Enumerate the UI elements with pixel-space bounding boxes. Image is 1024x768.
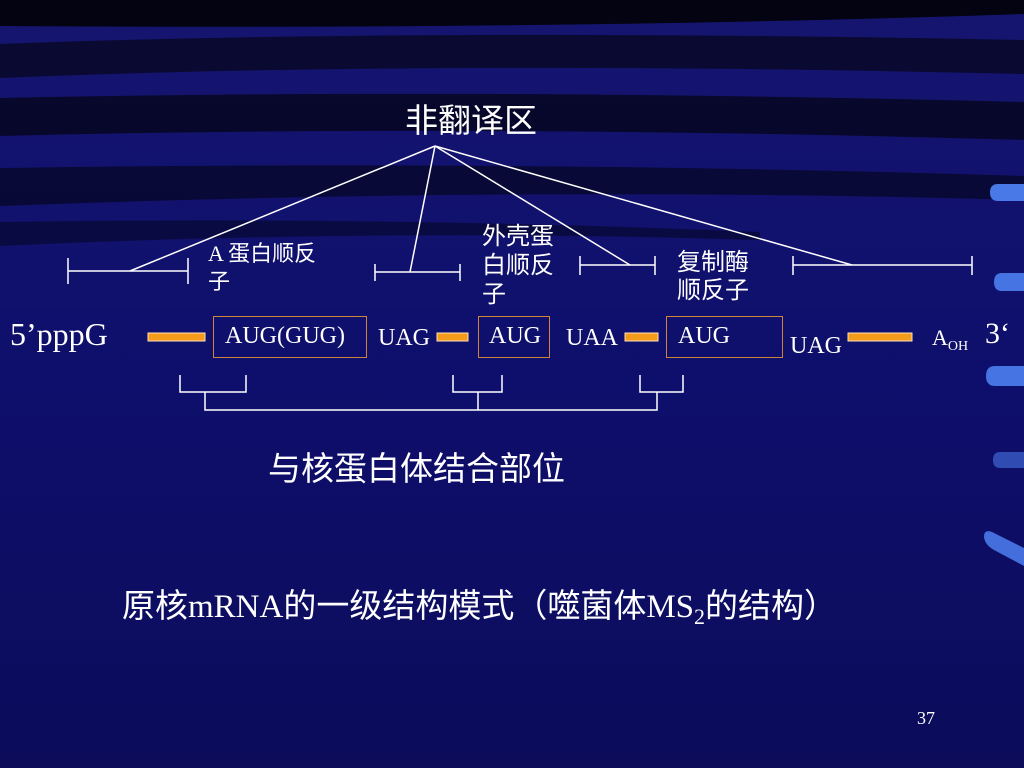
background-stripe (0, 34, 1024, 78)
ribosome-binding-site-bracket-a-protein (179, 375, 247, 393)
untranslated-segment-bar-intercistronic-2 (624, 332, 659, 342)
untranslated-region-brackets (67, 256, 973, 284)
stop-codon-label: UAA (566, 325, 618, 351)
caption-subscript: 2 (694, 604, 706, 629)
background-stripe (0, 0, 1024, 27)
caption-text: 原核mRNA的一级结构模式（噬菌体MS (122, 589, 695, 625)
edge-accent-bar (994, 273, 1024, 291)
start-codon-label: AUG(GUG) (225, 323, 345, 349)
ribosome-binding-site-label: 与核蛋白体结合部位 (268, 452, 565, 488)
untranslated-segment-bar-intercistronic-1 (436, 332, 469, 342)
right-edge-accent-bars (984, 184, 1024, 566)
cistron-label-line: 外壳蛋 (482, 224, 554, 250)
background-stripe (0, 165, 1024, 206)
stop-codon-label: UAG (790, 333, 842, 359)
untranslated-region-label: 非翻译区 (405, 104, 537, 140)
untranslated-segment-bar-3prime (847, 332, 913, 342)
cistron-label-line: 白顺反 (482, 253, 554, 279)
ribosome-binding-site-bracket-replicase (639, 375, 684, 393)
cistron-label-line: 复制酶 (677, 250, 749, 276)
start-codon-label: AUG (489, 323, 541, 349)
cistron-label-line: 子 (482, 282, 506, 308)
edge-accent-bar (984, 531, 1024, 566)
pointer-line-5prime (129, 145, 436, 272)
cistron-label-line: 子 (208, 269, 231, 294)
cistron-label-line: A 蛋白顺反 (208, 241, 317, 266)
untranslated-region-bracket-intercistronic-2 (579, 256, 656, 275)
coding-region-box-coat-protein: AUG (478, 316, 550, 358)
untranslated-region-bracket-3prime (792, 256, 973, 275)
background-stripe (0, 93, 1024, 140)
coding-region-box-a-protein: AUG(GUG) (213, 316, 367, 358)
edge-accent-bar (993, 452, 1024, 468)
terminal-base-subscript: OH (947, 339, 969, 354)
start-codon-label: AUG (678, 323, 730, 349)
cistron-label-replicase: 复制酶 顺反子 (677, 249, 749, 305)
page-number: 37 (917, 708, 935, 728)
untranslated-region-bracket-intercistronic-1 (374, 264, 461, 281)
slide-caption: 原核mRNA的一级结构模式（噬菌体MS2的结构） (122, 588, 838, 629)
pointer-line-3prime (434, 145, 853, 266)
cistron-label-coat-protein: 外壳蛋 白顺反 子 (482, 223, 554, 310)
background-stripe (0, 220, 760, 246)
cistron-label-line: 顺反子 (677, 278, 749, 304)
dark-diagonal-stripes (0, 0, 1024, 246)
edge-accent-bar (986, 366, 1024, 386)
untranslated-segment-bar-5prime (147, 332, 206, 342)
untranslated-region-pointer-lines (129, 145, 853, 273)
terminal-base-letter: A (932, 325, 948, 350)
ribosome-binding-site-bracket-coat-protein (452, 375, 503, 393)
cistron-label-a-protein: A 蛋白顺反 子 (208, 240, 316, 296)
pointer-line-intercistronic-1 (409, 145, 436, 273)
pointer-line-intercistronic-2 (434, 145, 631, 266)
caption-text-end: 的结构） (705, 589, 838, 625)
ribosome-binding-site-connector (204, 392, 658, 411)
five-prime-end-label: 5’pppG (10, 316, 108, 352)
untranslated-region-bracket-5prime (67, 258, 189, 284)
three-prime-terminal-base: AOH (932, 324, 969, 354)
coding-region-box-replicase: AUG (666, 316, 783, 358)
ribosome-binding-site-brackets (179, 375, 684, 411)
three-prime-end-label: 3‘ (985, 317, 1010, 350)
untranslated-segment-bars (147, 332, 913, 342)
edge-accent-bar (990, 184, 1024, 201)
stop-codon-label: UAG (378, 325, 430, 351)
